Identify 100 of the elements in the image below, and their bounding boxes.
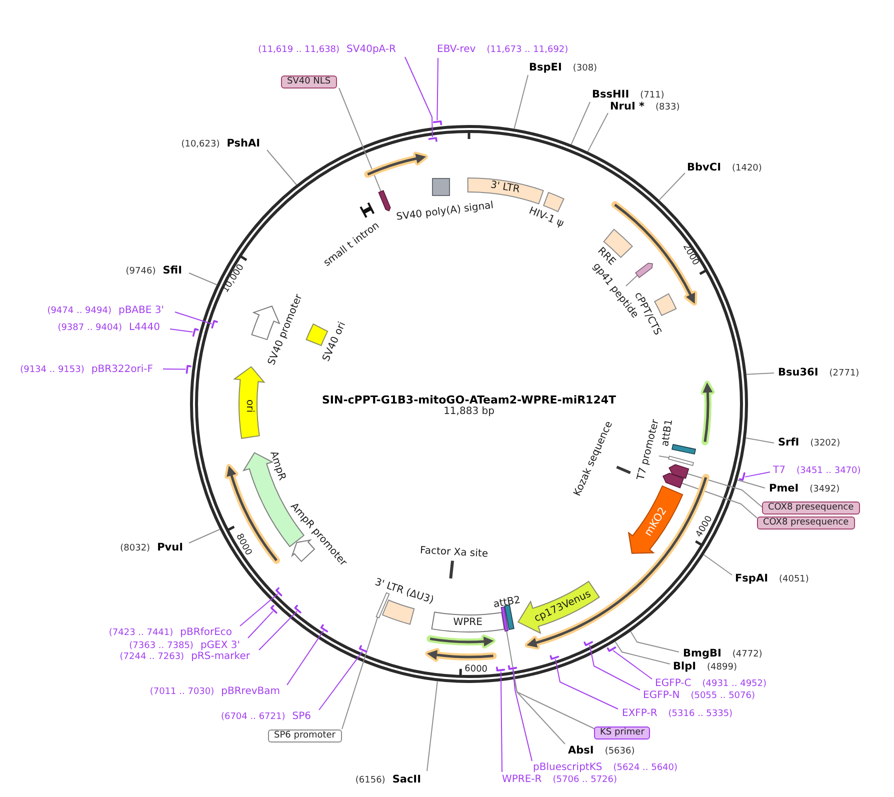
primer-mark — [185, 364, 193, 375]
cut-site-position: (833) — [656, 104, 680, 112]
feature-label: HIV-1 ψ — [527, 206, 565, 230]
leader-line — [745, 438, 774, 444]
cut-site-position: (4899) — [707, 664, 737, 672]
enzyme-name: PmeI — [769, 484, 799, 494]
primer-name: pBR322ori-F — [91, 365, 153, 375]
enzyme-name: BlpI — [673, 662, 696, 672]
cut-site-position: (3492) — [810, 486, 840, 494]
enzyme-name: BmgBI — [683, 648, 722, 659]
enzyme-name: NruI * — [610, 102, 644, 112]
pointed-feature-marker — [377, 189, 392, 212]
primer-binding-range: (9387 .. 9404) — [58, 324, 122, 333]
primer-mark — [738, 471, 746, 482]
feature-label: SV40 poly(A) signal — [396, 201, 494, 223]
enzyme-name: PshAI — [226, 138, 260, 149]
primer-binding-range: (7011 .. 7030) — [150, 688, 214, 697]
enzyme-name: AbsI — [568, 746, 594, 756]
enzyme-name: SrfI — [778, 438, 800, 448]
leader-line — [170, 328, 194, 333]
cut-site-position: (2771) — [829, 370, 860, 378]
leader-line — [248, 610, 274, 638]
leader-line — [554, 658, 618, 710]
enzyme-name: Bsu36I — [778, 368, 818, 378]
leader-line — [681, 482, 758, 518]
feature-label: attB1 — [660, 418, 676, 448]
leader-line — [188, 272, 218, 286]
reading-frame-arrow — [424, 647, 498, 663]
cut-site-position: (308) — [572, 64, 598, 74]
leader-line — [188, 528, 220, 544]
leader-line — [342, 616, 378, 730]
leader-line — [286, 630, 324, 686]
cut-site-position: (3202) — [810, 440, 840, 448]
feature-label: ori — [244, 400, 254, 412]
feature-marker — [667, 455, 695, 467]
primer-binding-range: (9134 .. 9153) — [20, 366, 84, 375]
cut-site-position: (4772) — [732, 650, 762, 660]
leader-line — [614, 641, 670, 664]
leader-line — [570, 102, 590, 145]
leader-line — [174, 312, 212, 324]
feature-label: 3' LTR — [490, 180, 521, 196]
pointed-feature-marker — [662, 472, 685, 489]
feature-marker — [615, 465, 632, 475]
feature-tag: SP6 promoter — [268, 729, 342, 742]
feature-label: 3' LTR (ΔU3) — [373, 578, 435, 606]
cut-site-position: (5636) — [604, 748, 635, 756]
primer-name: pGEX 3' — [200, 641, 240, 651]
cut-site-position: (1420) — [732, 164, 762, 174]
primer-name: WPRE-R — [502, 775, 542, 785]
primer-name: EGFP-N — [643, 691, 680, 701]
leader-line — [744, 472, 770, 478]
feature-label: T7 promoter — [636, 418, 662, 482]
feature-label: WPRE — [453, 618, 482, 628]
primer-binding-range: (5316 .. 5335) — [668, 710, 733, 719]
primer-name: SP6 — [292, 712, 311, 722]
reading-frame-arrow — [700, 379, 716, 446]
feature-box — [431, 177, 451, 197]
primer-binding-range: (7363 .. 7385) — [129, 642, 194, 651]
feature-marker — [448, 560, 455, 580]
leader-line — [240, 593, 278, 626]
primer-binding-range: (3451 .. 3470) — [796, 467, 861, 476]
primer-name: pRS-marker — [191, 652, 250, 662]
cut-site-position: (6156) — [355, 776, 386, 786]
leader-line — [626, 274, 638, 286]
primer-mark — [432, 119, 443, 126]
primer-binding-range: (5706 .. 5726) — [552, 776, 618, 785]
intron-symbol — [359, 201, 376, 219]
leader-line — [514, 74, 528, 130]
feature-tag: COX8 presequence — [757, 516, 855, 529]
primer-binding-range: (5055 .. 5076) — [690, 692, 755, 701]
primer-name: EBV-rev — [437, 45, 476, 55]
cut-site-position: (8032) — [120, 544, 150, 554]
primer-name: T7 — [773, 466, 786, 476]
feature-tag: KS primer — [594, 726, 650, 739]
leader-line — [514, 678, 566, 744]
primer-name: EXFP-R — [622, 709, 658, 719]
feature-label: attB2 — [492, 596, 522, 610]
leader-line — [338, 88, 382, 192]
leader-line — [630, 630, 680, 652]
leader-line — [686, 473, 762, 508]
leader-line — [587, 112, 608, 152]
primer-binding-range: (11,619 .. 11,638) — [258, 46, 340, 55]
leader-line — [589, 644, 640, 690]
enzyme-name: SfiI — [162, 266, 182, 276]
primer-mark — [191, 327, 200, 338]
reading-frame-arrow — [426, 634, 497, 650]
leader-line — [436, 58, 438, 121]
leader-line — [404, 56, 433, 138]
leader-line — [512, 669, 532, 762]
primer-name: EGFP-C — [655, 679, 692, 689]
feature-marker — [671, 443, 697, 456]
enzyme-name: FspAI — [735, 574, 768, 584]
primer-mark — [293, 604, 303, 614]
primer-binding-range: (4931 .. 4952) — [702, 680, 767, 689]
primer-name: pBluescriptKS — [533, 763, 602, 773]
primer-mark — [269, 604, 278, 615]
leader-line — [162, 368, 186, 370]
leader-line — [500, 671, 502, 772]
primer-mark — [358, 644, 368, 654]
primer-mark — [495, 666, 506, 673]
